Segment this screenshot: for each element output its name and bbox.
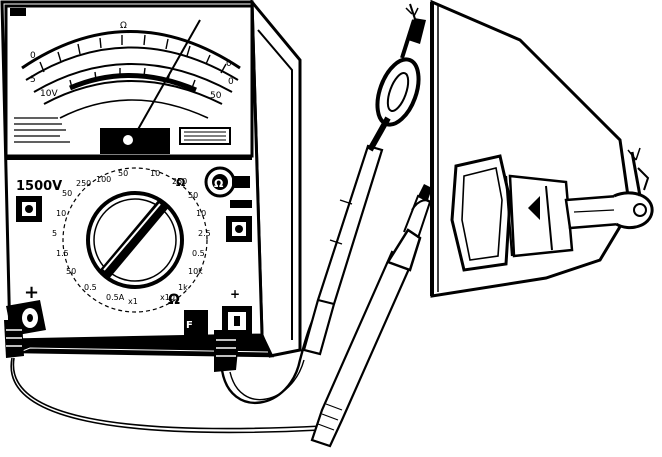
upper-test-probe[interactable] [302,3,427,356]
svg-text:250: 250 [172,177,187,186]
svg-text:F: F [186,320,193,331]
svg-text:10: 10 [56,209,66,218]
voltage-1500v-socket[interactable]: 1500V [16,179,62,222]
svg-text:10V: 10V [40,89,58,99]
terminal-stud [450,147,654,272]
com-plus-label: + [230,287,240,301]
dial-scale: 100 50 10 250 50 10 2.5 0.5 10k 1k x10 x… [52,169,211,306]
svg-text:x1: x1 [128,297,138,306]
meter-scale-window: 0 0 5 0 10V 50 Ω [4,4,254,160]
svg-text:10: 10 [196,209,206,218]
svg-text:10: 10 [150,169,160,178]
svg-text:x10: x10 [160,293,175,302]
svg-text:250: 250 [76,179,91,188]
voltage-1500v-label: 1500V [16,179,62,194]
ac-output-socket[interactable] [226,200,252,242]
range-selector-dial[interactable]: 100 50 10 250 50 10 2.5 0.5 10k 1k x10 x… [52,167,211,313]
svg-text:50: 50 [188,191,198,200]
svg-text:50: 50 [66,267,76,276]
ohm-adjust-label: Ω [214,177,224,190]
svg-text:5: 5 [52,229,57,238]
svg-text:50: 50 [62,189,72,198]
svg-text:0: 0 [30,51,36,61]
plus-label: + [24,282,39,303]
svg-text:100: 100 [96,175,111,184]
com-terminal[interactable]: + F [184,287,252,372]
svg-text:0.5: 0.5 [192,249,205,258]
ohm-adjust-knob[interactable]: Ω [204,166,250,198]
svg-text:0.5A: 0.5A [106,293,125,302]
svg-text:10k: 10k [188,267,203,276]
svg-text:Ω: Ω [120,21,127,31]
svg-text:1.5: 1.5 [56,249,69,258]
svg-text:0: 0 [226,59,232,69]
svg-text:50: 50 [210,91,222,101]
svg-text:2.5: 2.5 [198,229,211,238]
svg-text:0: 0 [228,77,234,87]
positive-terminal[interactable]: + [4,282,46,358]
svg-text:50: 50 [118,169,128,178]
svg-text:0.5: 0.5 [84,283,97,292]
svg-text:5: 5 [30,75,36,85]
svg-text:1k: 1k [178,283,188,292]
dial-ohm-top-label: Ω [176,176,186,189]
dial-ohm-label: Ω [168,292,180,308]
lower-test-probe[interactable] [310,184,435,448]
